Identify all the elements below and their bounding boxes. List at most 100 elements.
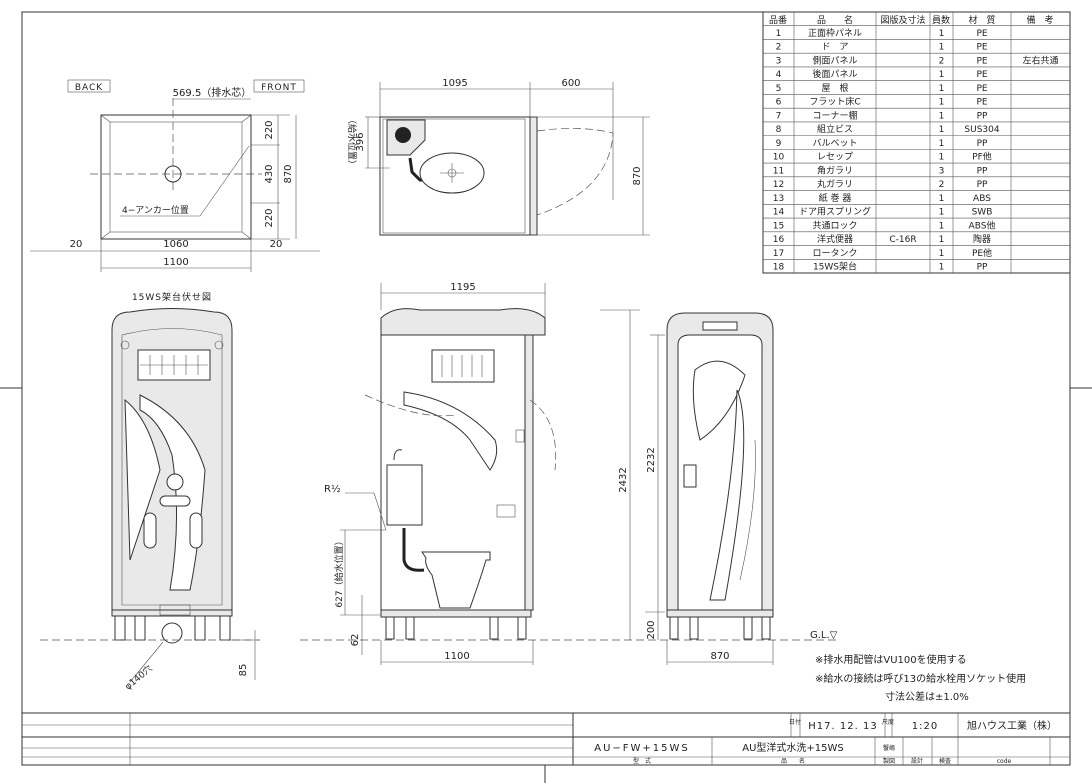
table-cell-no: 11 [773,166,784,176]
label-scale: 尺度 [882,718,894,726]
dim-1060: 1060 [163,239,188,250]
table-cell-material: PP [977,263,988,273]
scale-value: 1:20 [912,721,938,732]
table-cell-material: PE [976,70,987,80]
dim-220a: 220 [264,120,275,139]
dim-drain-center: 569.5（排水芯） [173,86,252,99]
table-cell-no: 3 [776,56,782,66]
table-cell-qty: 1 [939,139,945,149]
model-value: AU−FW+15WS [594,743,690,754]
dim-200: 200 [646,620,657,639]
dim-right-870: 870 [710,651,729,662]
table-cell-name: 後面パネル [812,68,857,80]
table-cell-qty: 1 [939,221,945,231]
table-cell-no: 16 [773,235,785,245]
table-cell-qty: 1 [939,249,945,259]
table-cell-qty: 1 [939,98,945,108]
table-cell-no: 8 [776,125,782,135]
label-date: 日付 [789,718,801,726]
table-cell-material: ABS他 [969,219,996,231]
label-product-name: 品 名 [781,757,805,765]
table-cell-name: ドア用スプリング [799,206,871,218]
table-cell-material: PP [977,180,988,190]
table-cell-name: 正面枠パネル [808,27,862,39]
table-cell-qty: 2 [939,56,945,66]
header-name: 品 名 [817,14,853,26]
table-cell-qty: 1 [939,263,945,273]
table-cell-no: 1 [776,29,782,39]
label-hole: φ140穴 [122,662,154,692]
drain-hole-icon [164,165,182,183]
toilet-bowl-icon [421,551,491,609]
date-value: H17. 12. 13 [808,721,877,732]
table-cell-name: 紙 巻 器 [819,192,852,204]
table-cell-no: 14 [773,208,785,218]
table-cell-no: 4 [776,70,782,80]
drain-hole-icon [161,622,183,644]
dim-20b: 20 [270,239,283,250]
table-cell-name: ド ア [821,43,848,53]
plan-view-base: BACK FRONT 569.5（排水芯） 220 430 220 870 4−… [30,79,320,272]
label-front: FRONT [261,83,297,93]
table-cell-name: ロータンク [812,248,857,259]
label-ground-level: G.L.▽ [810,630,838,641]
table-cell-no: 17 [773,249,784,259]
table-cell-name: 15WS架台 [813,261,857,273]
dim-220b: 220 [264,208,275,227]
header-qty: 員数 [932,14,950,26]
notes: ※排水用配管はVU100を使用する ※給水の接続は呼び13の給水栓用ソケット使用… [815,653,1026,703]
table-cell-material: PE [976,84,987,94]
table-cell-no: 15 [773,221,784,231]
table-cell-note: 左右共通 [1022,54,1058,66]
table-cell-no: 2 [776,43,782,53]
note-1: ※排水用配管はVU100を使用する [815,653,967,666]
table-cell-material: PF他 [972,151,992,163]
product-name-value: AU型洋式水洗+15WS [742,741,844,754]
dim-side-1100: 1100 [444,651,469,662]
table-cell-name: コーナー棚 [812,109,857,121]
table-cell-no: 5 [776,84,782,94]
table-cell-name: 屋 根 [821,82,848,94]
front-view: 15WS架台伏せ図 φ140穴 85 [40,291,260,692]
table-cell-qty: 1 [939,29,945,39]
note-2: ※給水の接続は呼び13の給水栓用ソケット使用 [815,672,1026,685]
table-cell-qty: 1 [939,153,945,163]
table-cell-qty: 1 [939,111,945,121]
company-name: 旭ハウス工業（株） [967,719,1057,732]
dim-20a: 20 [70,239,83,250]
table-cell-qty: 1 [939,84,945,94]
table-cell-material: PP [977,111,988,121]
table-cell-name: 丸ガラリ [817,178,853,190]
dim-627: 627（給水位置） [333,536,345,607]
table-cell-material: PP [977,166,988,176]
dim-1195: 1195 [450,282,475,293]
dim-top-870: 870 [632,166,643,185]
front-view-title: 15WS架台伏せ図 [132,291,212,303]
table-cell-name: 洋式便器 [817,233,853,245]
side-view: 1195 R½ 627（給水位置） 62 1100 2432 [300,282,840,665]
header-material: 材 質 [968,14,995,26]
dim-600: 600 [561,78,580,89]
table-cell-no: 10 [773,153,785,163]
table-cell-no: 9 [776,139,782,149]
table-cell-material: SWB [972,208,993,218]
dim-62: 62 [350,634,361,647]
table-cell-material: PE他 [972,247,992,259]
table-cell-qty: 1 [939,235,945,245]
dim-2432: 2432 [618,467,629,492]
low-tank-icon [386,464,423,526]
header-no: 品番 [769,14,787,26]
dim-2232: 2232 [646,447,657,472]
table-cell-material: 陶器 [973,233,991,245]
label-anchor: 4−アンカー位置 [122,204,189,216]
table-cell-name: フラット床C [809,96,860,108]
table-cell-material: SUS304 [964,125,999,135]
table-cell-qty: 1 [939,43,945,53]
dim-430: 430 [264,164,275,183]
label-check: 検査 [939,757,951,765]
table-cell-material: PE [976,43,987,53]
table-cell-qty: 1 [939,208,945,218]
table-cell-no: 13 [773,194,784,204]
